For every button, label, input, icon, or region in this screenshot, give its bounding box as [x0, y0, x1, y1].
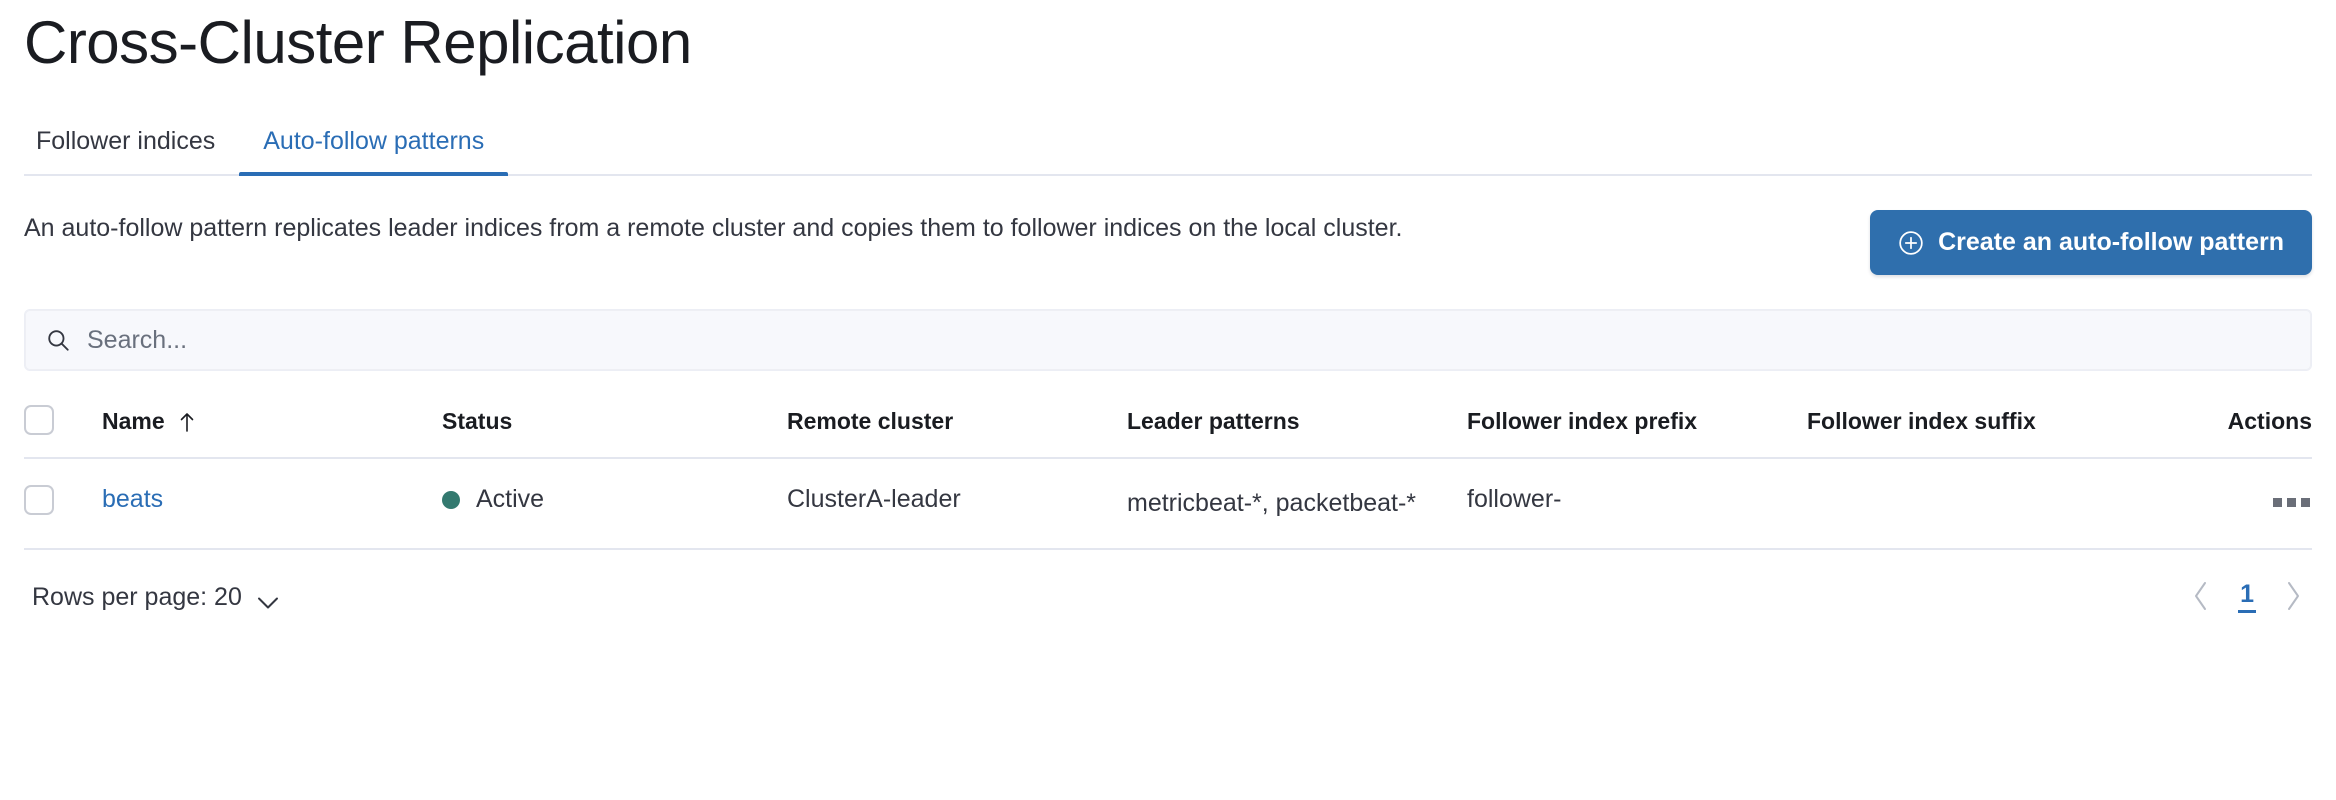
column-header-remote-cluster[interactable]: Remote cluster: [787, 405, 1127, 459]
chevron-down-icon: [256, 589, 280, 609]
row-checkbox[interactable]: [24, 485, 54, 515]
column-header-follower-index-suffix[interactable]: Follower index suffix: [1807, 405, 2192, 459]
cell-follower-index-suffix: [1807, 458, 2192, 550]
column-header-select: [24, 405, 102, 459]
row-select-cell: [24, 458, 102, 550]
cell-actions: [2192, 458, 2312, 550]
column-header-follower-index-prefix[interactable]: Follower index prefix: [1467, 405, 1807, 459]
table-footer: Rows per page: 20 1: [24, 580, 2312, 614]
ellipsis-horizontal-icon[interactable]: [2271, 492, 2312, 513]
pagination: 1: [2190, 580, 2304, 614]
tab-auto-follow-patterns[interactable]: Auto-follow patterns: [239, 129, 509, 176]
column-header-status[interactable]: Status: [442, 405, 787, 459]
auto-follow-pattern-link[interactable]: beats: [102, 485, 164, 513]
cell-status: Active: [442, 458, 787, 550]
cell-leader-patterns: metricbeat-*, packetbeat-*: [1127, 458, 1467, 550]
table-body: beats Active ClusterA-leader metricbeat-…: [24, 458, 2312, 550]
column-header-name-label: Name: [102, 408, 165, 434]
table-row: beats Active ClusterA-leader metricbeat-…: [24, 458, 2312, 550]
sort-up-arrow-icon: [177, 411, 197, 433]
pagination-previous-button[interactable]: [2190, 580, 2212, 614]
pagination-page-1[interactable]: 1: [2238, 580, 2256, 614]
status-dot-icon: [442, 490, 460, 509]
chevron-right-icon: [2285, 581, 2301, 614]
select-all-checkbox[interactable]: [24, 405, 54, 435]
search-row: [24, 309, 2312, 371]
cell-follower-index-prefix: follower-: [1467, 458, 1807, 550]
create-auto-follow-pattern-button[interactable]: Create an auto-follow pattern: [1870, 210, 2312, 275]
cell-name: beats: [102, 458, 442, 550]
table-header-row: Name Status Remote cluster Leader patter…: [24, 405, 2312, 459]
chevron-left-icon: [2193, 581, 2209, 614]
tab-bar: Follower indices Auto-follow patterns: [24, 112, 2312, 176]
search-box[interactable]: [24, 309, 2312, 371]
search-input[interactable]: [87, 310, 2291, 370]
status-badge: Active: [476, 485, 545, 513]
pagination-next-button[interactable]: [2282, 580, 2304, 614]
intro-description: An auto-follow pattern replicates leader…: [24, 214, 1403, 242]
column-header-actions: Actions: [2192, 405, 2312, 459]
rows-per-page-label: Rows per page: 20: [32, 582, 242, 611]
search-icon: [45, 327, 71, 353]
intro-section: An auto-follow pattern replicates leader…: [24, 210, 2312, 275]
column-header-leader-patterns[interactable]: Leader patterns: [1127, 405, 1467, 459]
create-button-label: Create an auto-follow pattern: [1938, 228, 2284, 256]
auto-follow-patterns-table: Name Status Remote cluster Leader patter…: [24, 405, 2312, 550]
column-header-name[interactable]: Name: [102, 405, 442, 459]
rows-per-page-select[interactable]: Rows per page: 20: [32, 583, 280, 612]
table-head: Name Status Remote cluster Leader patter…: [24, 405, 2312, 459]
tab-follower-indices[interactable]: Follower indices: [24, 129, 239, 174]
plus-in-circle-icon: [1898, 230, 1924, 256]
page-title: Cross-Cluster Replication: [24, 9, 692, 76]
cell-remote-cluster: ClusterA-leader: [787, 458, 1127, 550]
